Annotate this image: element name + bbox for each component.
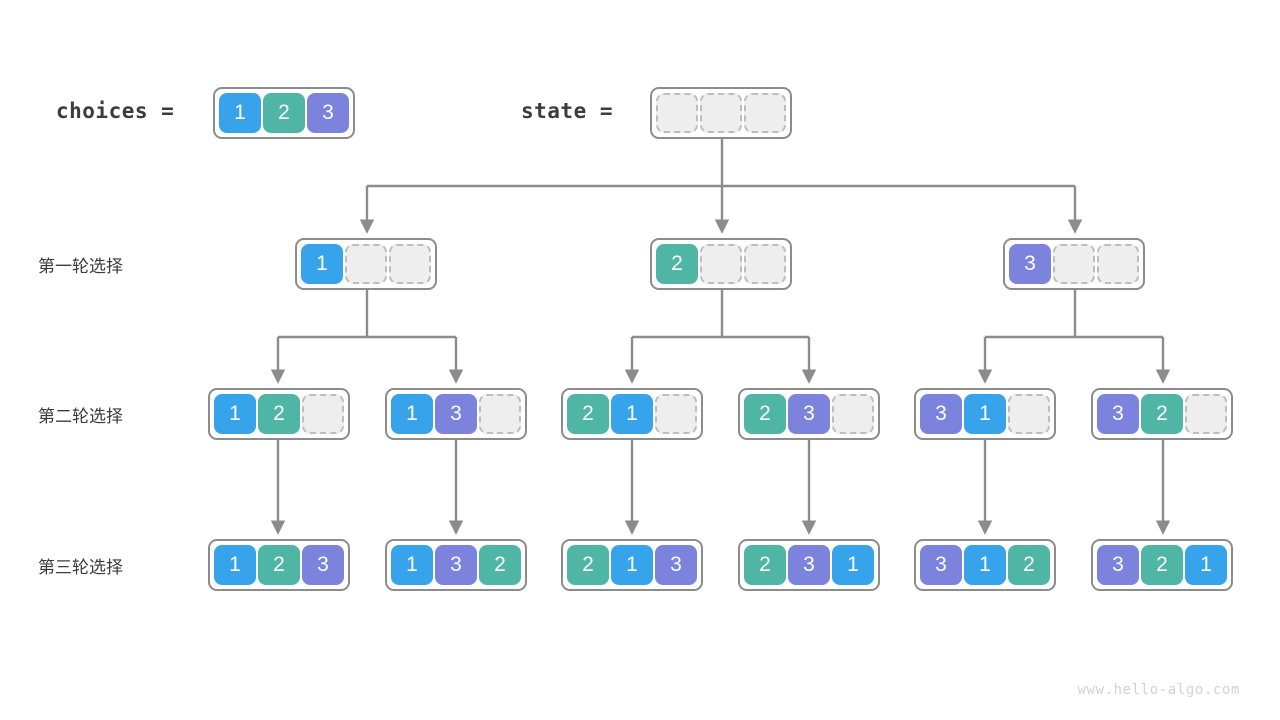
round-2-node-1-cell-0: 1 — [391, 394, 433, 434]
round-1-node-2-cell-2 — [1097, 244, 1139, 284]
round-2-node-5-cell-1: 2 — [1141, 394, 1183, 434]
state-cell-2 — [744, 93, 786, 133]
choices-cell-2: 3 — [307, 93, 349, 133]
watermark: www.hello-algo.com — [1077, 682, 1240, 698]
round-3-node-1-cell-2: 2 — [479, 545, 521, 585]
round-3-node-4-cell-1: 1 — [964, 545, 1006, 585]
round-2-node-1-cell-1: 3 — [435, 394, 477, 434]
round-3-node-0-cell-1: 2 — [258, 545, 300, 585]
round-2-node-0-cell-1: 2 — [258, 394, 300, 434]
round-3-node-5-cell-2: 1 — [1185, 545, 1227, 585]
row-label-round-3: 第三轮选择 — [38, 558, 123, 577]
choices-cell-1: 2 — [263, 93, 305, 133]
round-3-node-0-cell-2: 3 — [302, 545, 344, 585]
round-2-node-4-cell-1: 1 — [964, 394, 1006, 434]
round-2-node-0-cell-2 — [302, 394, 344, 434]
state-cell-1 — [700, 93, 742, 133]
round-3-node-3-cell-1: 3 — [788, 545, 830, 585]
round-1-node-1: 2 — [650, 238, 792, 290]
round-2-node-1-cell-2 — [479, 394, 521, 434]
round-3-node-5-cell-0: 3 — [1097, 545, 1139, 585]
round-2-node-5-cell-0: 3 — [1097, 394, 1139, 434]
state-cell-0 — [656, 93, 698, 133]
round-2-node-3-cell-2 — [832, 394, 874, 434]
round-1-node-2-cell-0: 3 — [1009, 244, 1051, 284]
round-1-node-1-cell-2 — [744, 244, 786, 284]
choices-cell-0: 1 — [219, 93, 261, 133]
round-3-node-2-cell-1: 1 — [611, 545, 653, 585]
round-1-node-1-cell-1 — [700, 244, 742, 284]
round-2-node-3-cell-0: 2 — [744, 394, 786, 434]
round-3-node-5-cell-1: 2 — [1141, 545, 1183, 585]
round-2-node-4-cell-0: 3 — [920, 394, 962, 434]
round-2-node-2-cell-0: 2 — [567, 394, 609, 434]
round-3-node-3-cell-0: 2 — [744, 545, 786, 585]
state-array — [650, 87, 792, 139]
row-label-round-1: 第一轮选择 — [38, 257, 123, 276]
round-1-node-2-cell-1 — [1053, 244, 1095, 284]
round-3-node-1-cell-0: 1 — [391, 545, 433, 585]
round-2-node-3-cell-1: 3 — [788, 394, 830, 434]
round-3-node-3-cell-2: 1 — [832, 545, 874, 585]
round-3-node-4-cell-2: 2 — [1008, 545, 1050, 585]
round-2-node-5-cell-2 — [1185, 394, 1227, 434]
round-2-node-2-cell-2 — [655, 394, 697, 434]
round-1-node-0-cell-1 — [345, 244, 387, 284]
round-1-node-0-cell-2 — [389, 244, 431, 284]
round-1-node-2: 3 — [1003, 238, 1145, 290]
round-3-node-0-cell-0: 1 — [214, 545, 256, 585]
round-3-node-4-cell-0: 3 — [920, 545, 962, 585]
row-label-round-2: 第二轮选择 — [38, 407, 123, 426]
round-2-node-2-cell-1: 1 — [611, 394, 653, 434]
round-3-node-1-cell-1: 3 — [435, 545, 477, 585]
round-2-node-4-cell-2 — [1008, 394, 1050, 434]
round-1-node-0: 1 — [295, 238, 437, 290]
state-label: state = — [521, 99, 614, 123]
round-2-node-0-cell-0: 1 — [214, 394, 256, 434]
round-3-node-2-cell-2: 3 — [655, 545, 697, 585]
round-3-node-2-cell-0: 2 — [567, 545, 609, 585]
round-1-node-0-cell-0: 1 — [301, 244, 343, 284]
choices-label: choices = — [56, 99, 175, 123]
round-1-node-1-cell-0: 2 — [656, 244, 698, 284]
